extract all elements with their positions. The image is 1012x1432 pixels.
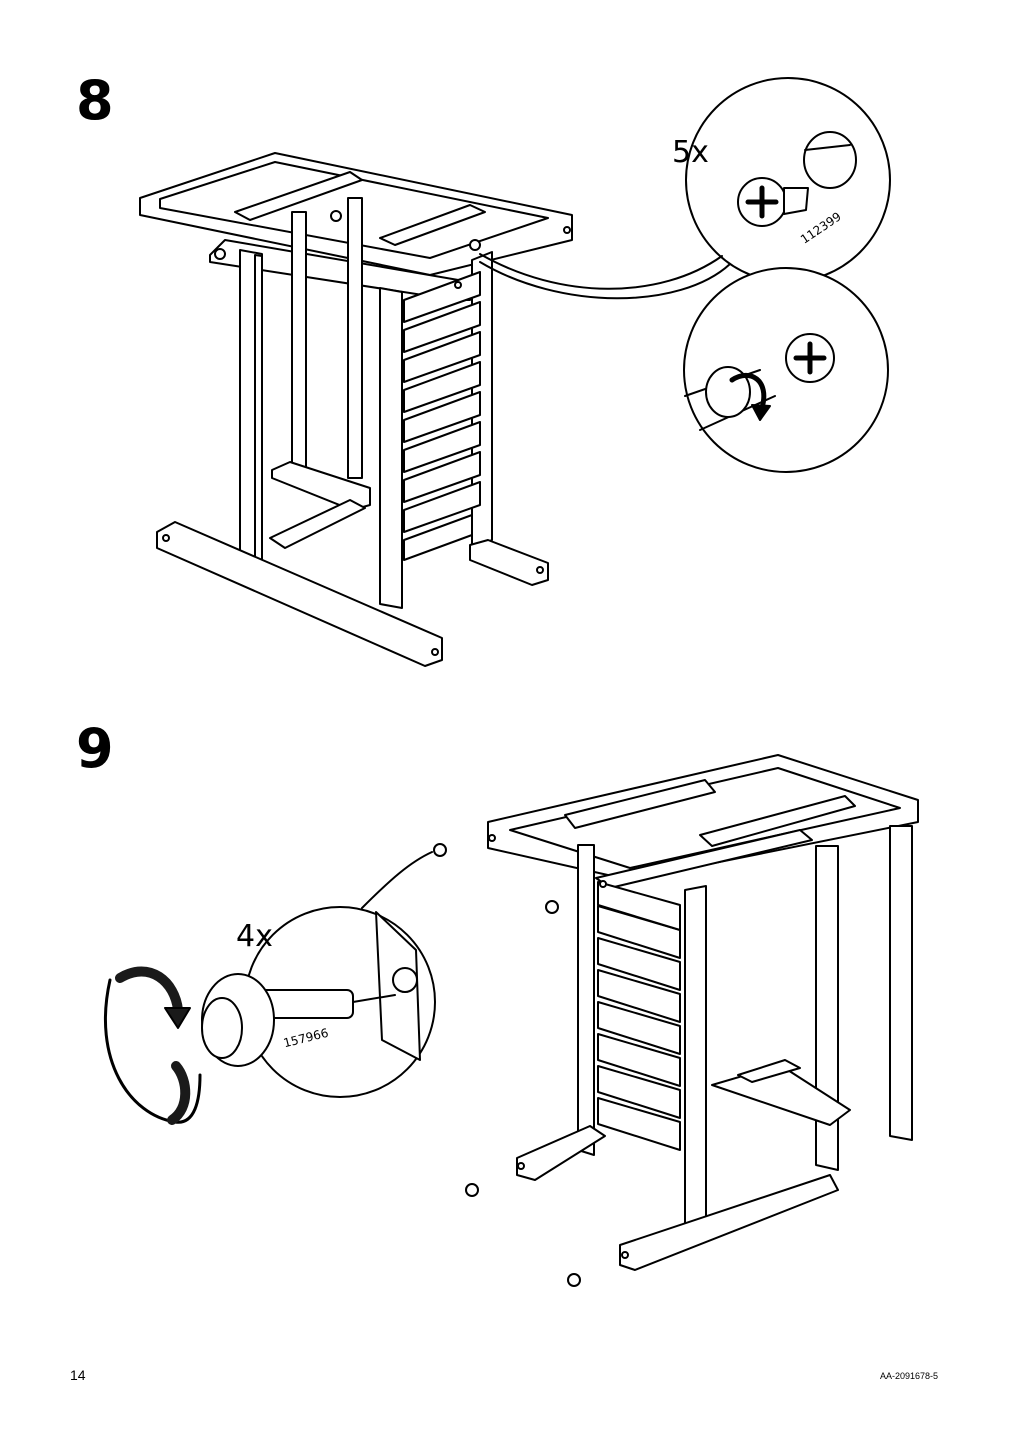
step9-stool-frame	[433, 754, 919, 1287]
quantity-label: 4x	[236, 919, 273, 954]
quantity-label: 5x	[672, 135, 709, 170]
step8-stool-frame	[139, 152, 573, 667]
step8-callout-cam-lock	[479, 77, 891, 300]
page-number: 14	[70, 1367, 86, 1383]
document-id: AA-2091678-5	[880, 1371, 939, 1381]
step9-callout-leg-pad	[104, 851, 436, 1125]
step-number: 8	[76, 69, 114, 132]
step8-callout-screwdriver	[683, 267, 889, 473]
step-number: 9	[76, 717, 114, 780]
